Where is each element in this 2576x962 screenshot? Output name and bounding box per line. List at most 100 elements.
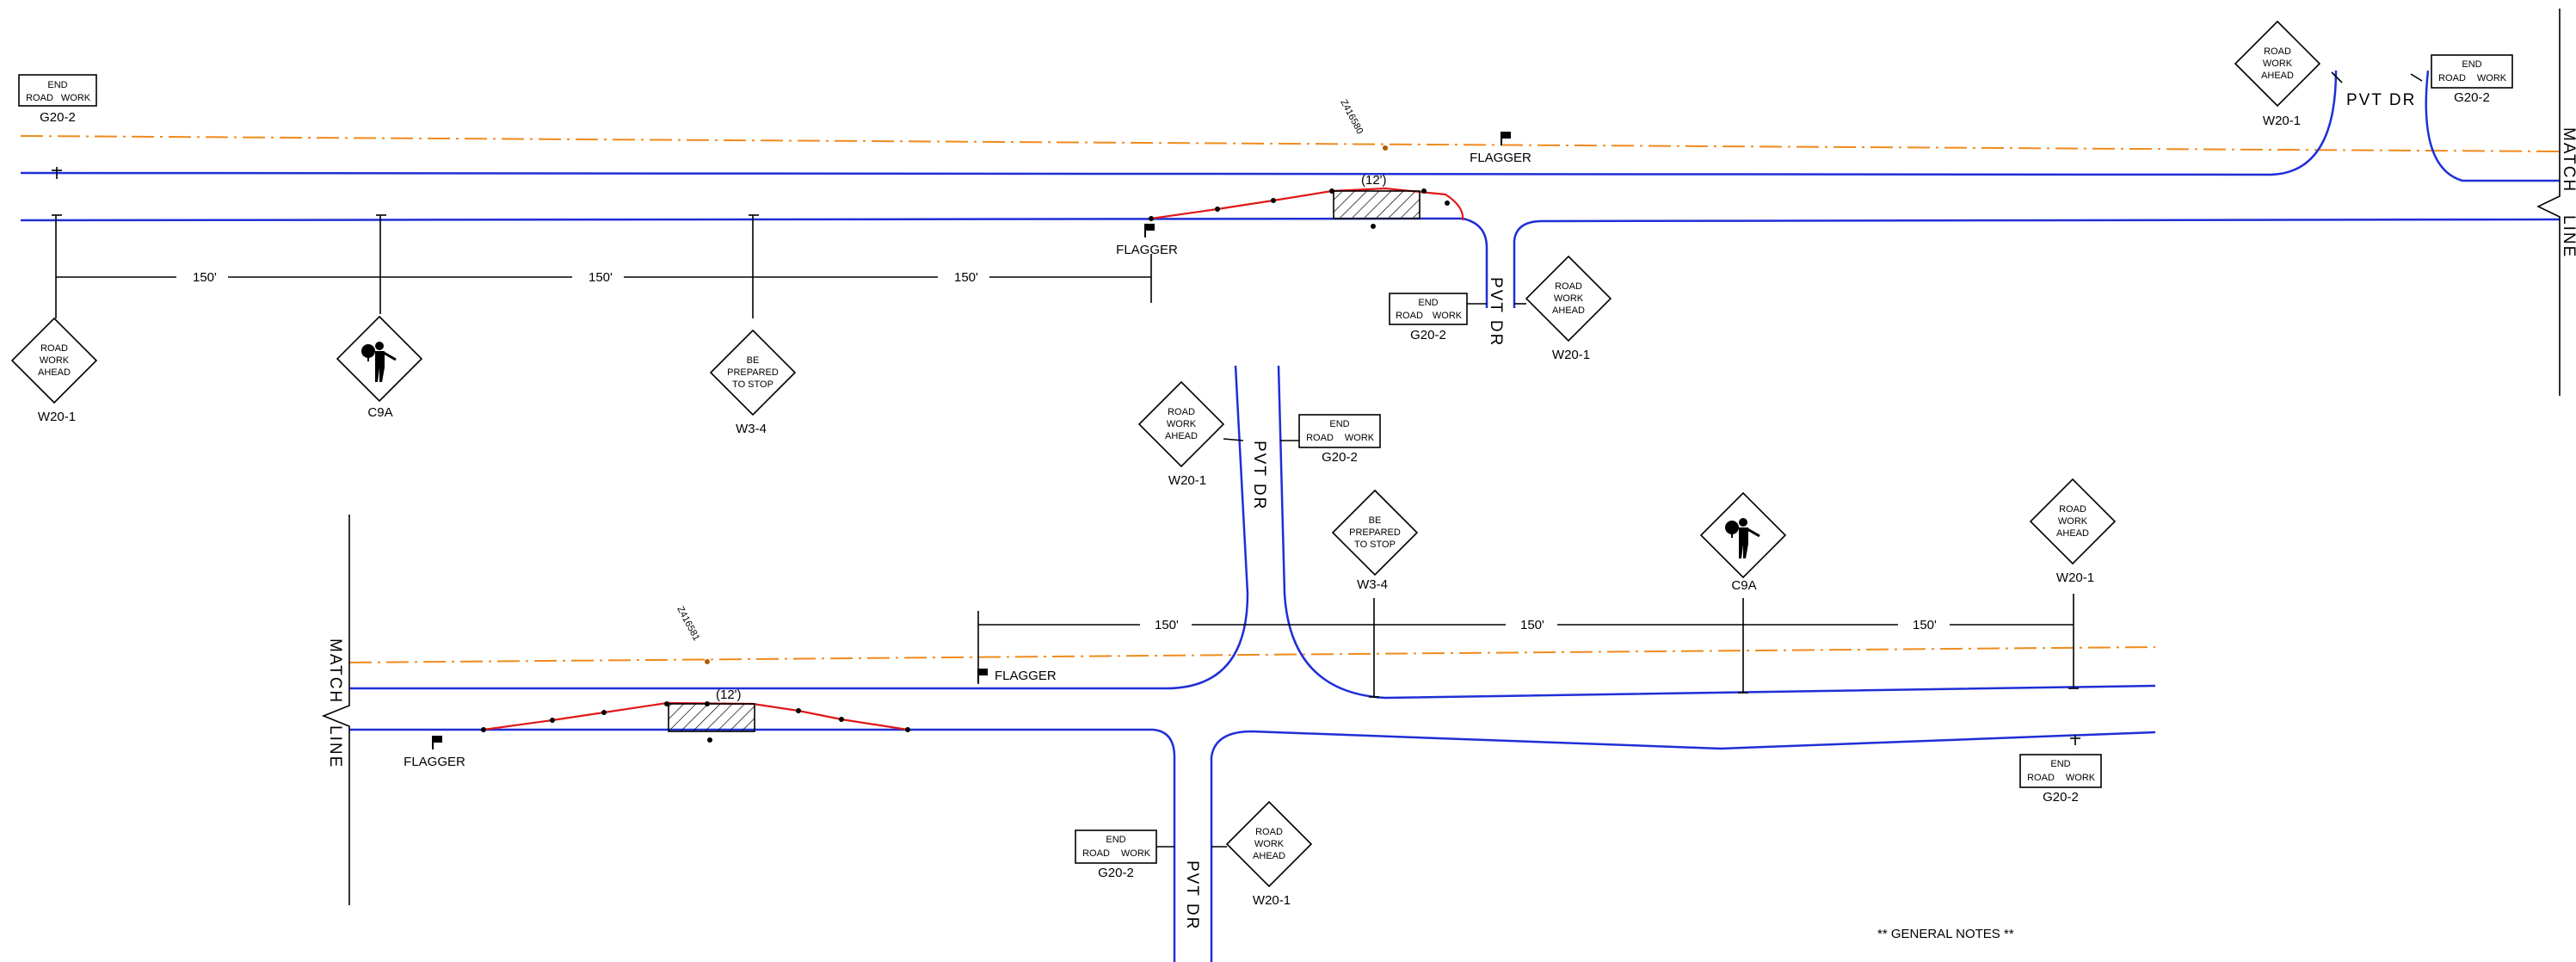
utility-pole-top: Z416580: [1338, 98, 1388, 151]
flagger-label: FLAGGER: [404, 755, 465, 769]
sign-code: G20-2: [2043, 790, 2079, 805]
flag-pole: [432, 736, 434, 749]
sign-panel: [2019, 754, 2102, 788]
flagger-person-icon: [361, 342, 397, 382]
sign-code: G20-2: [1322, 450, 1358, 465]
flag-icon: [434, 736, 442, 743]
sign-line: BE: [1369, 515, 1382, 526]
sign-line: ROAD: [1168, 407, 1195, 417]
sign-line: AHEAD: [1165, 431, 1198, 441]
flagger-bottom-left: FLAGGER: [404, 736, 465, 769]
pole-marker: [705, 659, 710, 664]
sign-code: G20-2: [1098, 866, 1134, 880]
dimension-top: 150' 150' 150': [52, 167, 1152, 318]
match-label-top: MATCH: [2560, 127, 2576, 193]
sign-line: END: [2462, 59, 2481, 70]
match-line: [2536, 9, 2561, 396]
flag-pole: [1501, 132, 1502, 145]
sign-line: WORK: [2058, 516, 2088, 527]
sign-diamond: [1525, 255, 1612, 342]
dim-150-d: 150': [1155, 618, 1179, 632]
flagger-label: FLAGGER: [1470, 151, 1531, 165]
road-edge-bottom-north-left: [349, 365, 1249, 690]
sign-line: ROAD: [1306, 433, 1334, 443]
flag-pole: [1144, 224, 1146, 237]
sign-line: ROAD: [2059, 504, 2086, 515]
road-work-ahead-sign-top-right: ROAD WORK AHEAD W20-1: [2234, 20, 2343, 128]
cone: [1215, 207, 1220, 212]
match-line: [321, 515, 350, 905]
sign-line: AHEAD: [1552, 305, 1585, 316]
sign-leader: [2410, 73, 2423, 82]
cone: [839, 717, 844, 722]
top-roadway: [20, 70, 2561, 308]
flag-icon: [1146, 224, 1155, 231]
cone: [707, 737, 712, 743]
sign-line: PREPARED: [727, 367, 779, 378]
pole-marker: [1383, 145, 1388, 151]
flag-icon: [1502, 132, 1511, 139]
sign-line: END: [47, 80, 67, 90]
road-work-ahead-sign-bottom-north: ROAD WORK AHEAD W20-1: [1137, 380, 1244, 488]
sign-line: TO STOP: [732, 379, 773, 390]
dim-150-c: 150': [954, 270, 978, 285]
dim-gap: [1898, 614, 1950, 635]
cone: [601, 710, 607, 715]
road-edge-bottom-south-right: [1210, 730, 2156, 962]
end-road-work-sign-bottom-north: END ROAD WORK G20-2: [1280, 414, 1381, 465]
sign-leader: [2331, 71, 2343, 83]
be-prepared-sign-left: BE PREPARED TO STOP W3-4: [709, 329, 797, 436]
match-line-bottom: MATCH LINE: [321, 515, 350, 905]
sign-diamond: [1137, 380, 1225, 468]
dimension-bottom: 150' 150' 150': [977, 594, 2080, 745]
dim-gap: [938, 267, 989, 287]
line-label-bottom: LINE: [326, 725, 344, 768]
dim-gap: [176, 267, 228, 287]
centerline-top: [20, 135, 2561, 152]
sign-panel: [1389, 293, 1468, 325]
dim-150-b: 150': [589, 270, 613, 285]
cone: [905, 727, 910, 732]
centerline-bottom: [348, 646, 2156, 663]
road-edge-north-right: [2425, 70, 2560, 182]
sign-code: W20-1: [1253, 893, 1291, 908]
flagger-person-icon: [1725, 518, 1760, 558]
sign-line: END: [1418, 298, 1438, 308]
work-area-hatch-bottom: [668, 703, 755, 732]
end-road-work-sign-bottom-south: END ROAD WORK G20-2: [1075, 829, 1174, 880]
sign-line: WORK: [61, 93, 91, 103]
sign-line: WORK: [1121, 848, 1151, 859]
sign-panel: [2431, 54, 2513, 89]
flagger-symbol-sign-left: C9A: [336, 315, 423, 420]
sign-line: WORK: [2263, 59, 2293, 69]
sign-code: G20-2: [2454, 90, 2490, 105]
road-work-ahead-sign-bottom-right: ROAD WORK AHEAD W20-1: [2029, 478, 2117, 585]
road-edge-top-north: [20, 70, 2338, 176]
line-label-top: LINE: [2560, 215, 2576, 258]
end-road-work-sign-top-middle: END ROAD WORK G20-2: [1389, 293, 1487, 342]
flagger-symbol-sign-bottom: C9A: [1699, 491, 1787, 593]
sign-line: END: [1106, 835, 1125, 845]
sign-line: PREPARED: [1349, 527, 1401, 538]
end-road-work-sign-bottom-right: END ROAD WORK G20-2: [2019, 754, 2102, 805]
match-label-bottom: MATCH: [326, 638, 344, 704]
sign-line: ROAD: [26, 93, 53, 103]
sign-diamond: [1225, 800, 1313, 888]
work-zone-bottom: (12'): [481, 688, 910, 743]
sign-line: ROAD: [2027, 773, 2055, 783]
sign-diamond: [10, 317, 98, 404]
sign-line: ROAD: [1255, 827, 1283, 837]
sign-code: W20-1: [1552, 348, 1590, 362]
road-edge-bottom-south-left: [349, 728, 1176, 962]
sign-panel: [18, 74, 97, 107]
sign-line: WORK: [1167, 419, 1197, 429]
sign-code: C9A: [367, 405, 392, 420]
sign-line: END: [2050, 759, 2070, 769]
sign-code: C9A: [1731, 578, 1756, 593]
sign-line: AHEAD: [2056, 528, 2089, 539]
cone: [1149, 216, 1154, 221]
match-line-top: MATCH LINE: [2536, 9, 2576, 396]
dim-150-e: 150': [1520, 618, 1544, 632]
flagger-label: FLAGGER: [1116, 243, 1178, 257]
